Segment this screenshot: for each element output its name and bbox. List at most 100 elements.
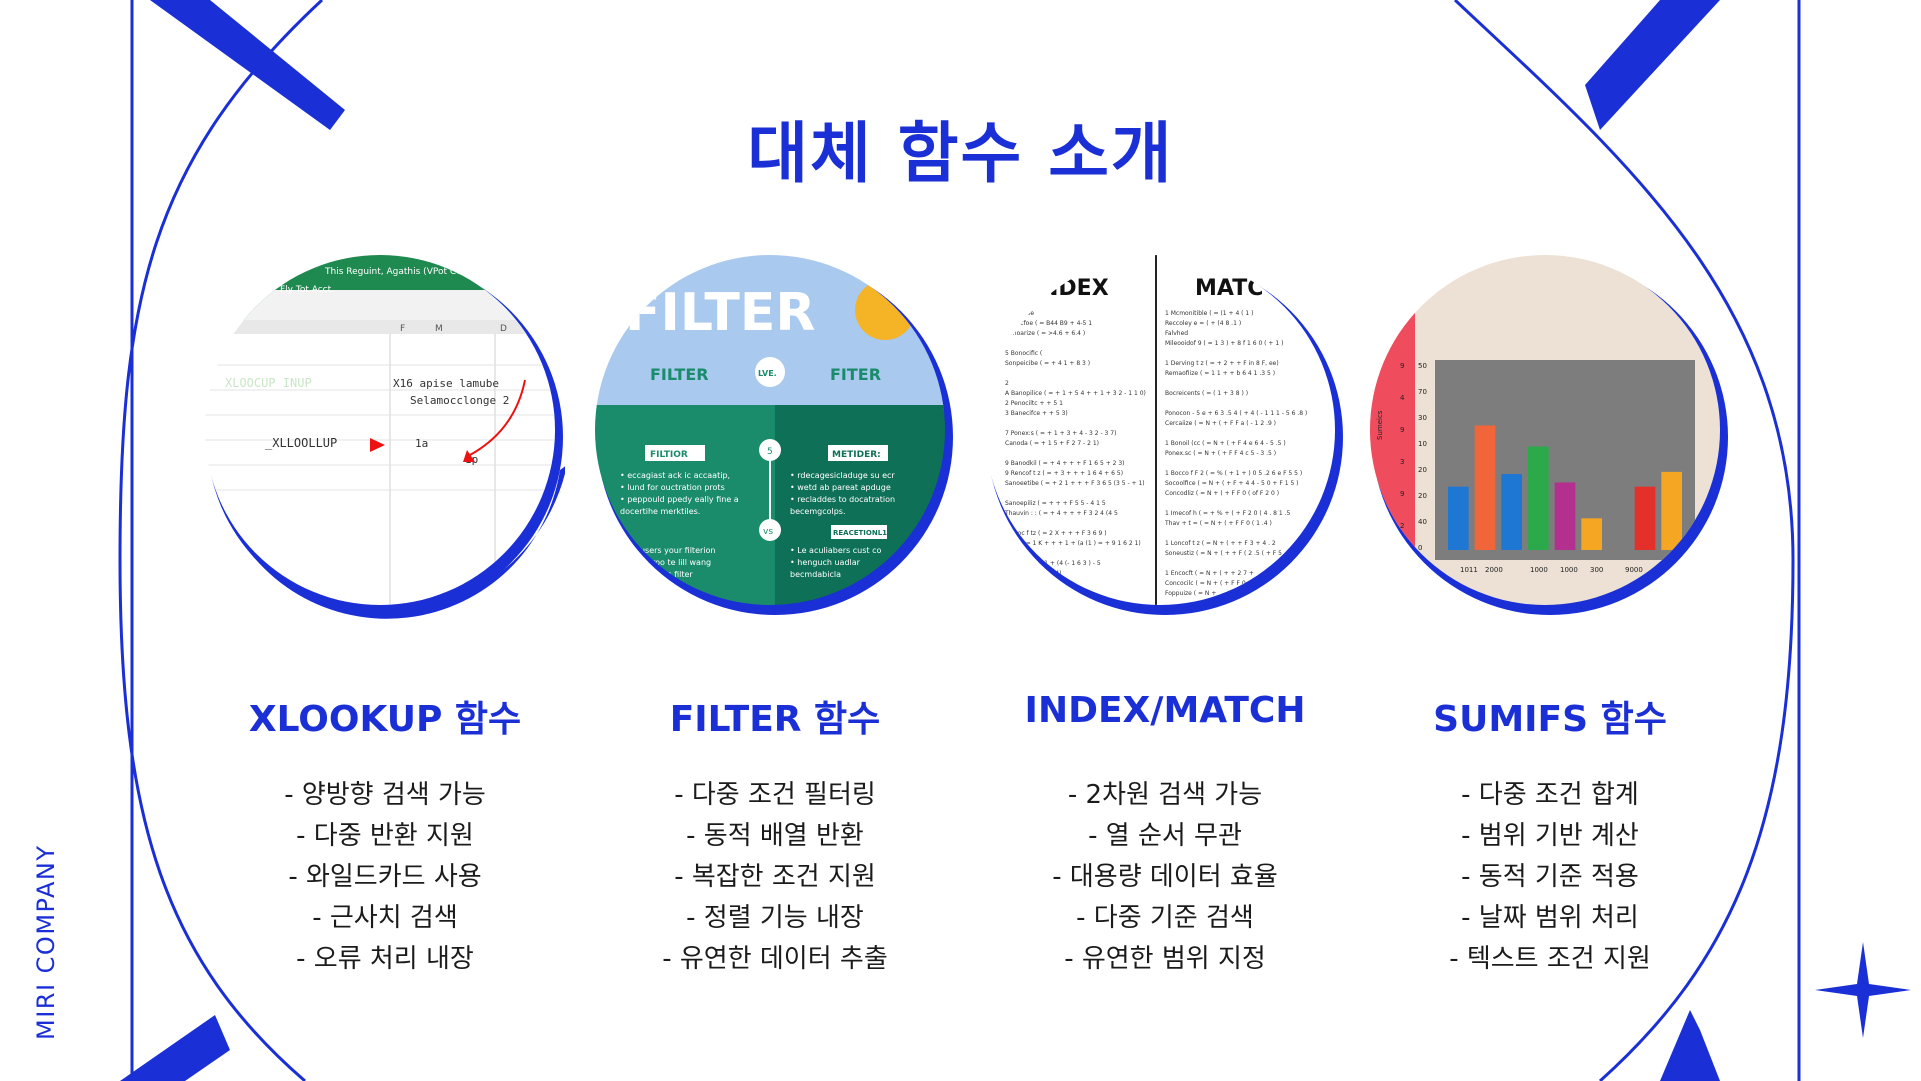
svg-text:M: M — [435, 324, 443, 334]
chart-tick-label: 10 — [1418, 440, 1427, 448]
sumifs-heading: SUMIFS 함수 — [1433, 699, 1667, 740]
doc-line: 3 Banecifce + + 5 3) — [1005, 410, 1068, 417]
chart-bar — [1554, 482, 1576, 550]
doc-line: Benoarize ( = >4.6 + 6.4 ) — [1005, 330, 1085, 337]
corner-bar-bottom-left — [120, 1015, 230, 1081]
doc-line: Reccoley e = ( + (4 8 .1 ) — [1165, 320, 1241, 327]
svg-text:F: F — [400, 324, 405, 334]
svg-text:FITER: FITER — [830, 365, 881, 384]
svg-text:• peppould ppedy eally fine a: • peppould ppedy eally fine a — [620, 495, 739, 504]
list-item: - 동적 배열 반환 — [686, 821, 864, 851]
svg-text:XLOOCUP INUP: XLOOCUP INUP — [225, 376, 312, 390]
index-match-heading: INDEX/MATCH — [1024, 690, 1306, 731]
doc-line: 1 Loncof t z ( = N + ( + + F 3 + 4 . 2 — [1165, 540, 1276, 547]
doc-line: 1 Derving t z ( = + 2 + + F in 8 F, ee) — [1165, 360, 1279, 367]
chart-bar — [1501, 474, 1522, 550]
list-item: - 근사치 검색 — [312, 903, 458, 933]
card-xlookup: This Reguint, Agathis (VPot C00) Fly Tot… — [205, 250, 565, 620]
chart-bar — [1448, 486, 1469, 550]
list-item: - 다중 반환 지원 — [296, 821, 474, 851]
chart-tick-label: 300 — [1590, 566, 1603, 574]
chart-tick-label: 2 — [1400, 522, 1404, 530]
doc-line: annocilbe — [1005, 310, 1034, 317]
svg-text:_XLLOOLLUP: _XLLOOLLUP — [265, 436, 337, 450]
index-match-feature-list: - 2차원 검색 가능 - 열 순서 무관 - 대용량 데이터 효율 - 다중 … — [955, 775, 1375, 980]
ribbon-title: This Reguint, Agathis (VPot C00) — [324, 267, 471, 277]
doc-line: Concodliz ( = N + ( + F F 0 ( of F 2 0 ) — [1165, 490, 1279, 497]
svg-text:Selamocclonge 2: Selamocclonge 2 — [410, 394, 509, 407]
chart-tick-label: 2000 — [1485, 566, 1503, 574]
svg-text:• wetd ab pareat apduge: • wetd ab pareat apduge — [790, 483, 891, 492]
chart-tick-label: 30 — [1418, 414, 1427, 422]
svg-text:• Le aculiabers cust co: • Le aculiabers cust co — [790, 546, 881, 555]
corner-bar-top-right — [1585, 0, 1720, 130]
list-item: - 동적 기준 적용 — [1461, 862, 1639, 892]
doc-line: Cercaiize ( = N + ( + F F a ( - 1 2 .9 ) — [1165, 420, 1276, 427]
xlookup-feature-list: - 양방향 검색 가능 - 다중 반환 지원 - 와일드카드 사용 - 근사치 … — [175, 775, 595, 980]
chart-tick-label: 9000 — [1625, 566, 1643, 574]
svg-text:becemgcolps.: becemgcolps. — [790, 507, 846, 516]
corner-bar-bottom-right — [1660, 1010, 1720, 1081]
svg-text:• eccagiast ack ic accaatip,: • eccagiast ack ic accaatip, — [620, 471, 730, 480]
list-item: - 날짜 범위 처리 — [1461, 903, 1639, 933]
doc-line: Falvhed — [1165, 330, 1188, 337]
page-title: 대체 함수 소개 — [747, 115, 1174, 192]
list-item: - 범위 기반 계산 — [1461, 821, 1639, 851]
chart-ylabel: Sumeics — [1376, 410, 1384, 440]
doc-line: Socoolfice ( = N + ( + F + 4 4 - 5 0 + F… — [1165, 480, 1299, 487]
svg-text:MATC: MATC — [1195, 276, 1263, 301]
svg-text:FILTER: FILTER — [625, 283, 815, 343]
doc-line: Ponocon - 5 e + 6 3 .5 4 ( + 4 ( - 1 1 1… — [1165, 410, 1307, 417]
svg-text:docertihe merktiles.: docertihe merktiles. — [620, 507, 700, 516]
svg-text:METIDER:: METIDER: — [832, 450, 881, 460]
filter-feature-list: - 다중 조건 필터링 - 동적 배열 반환 - 복잡한 조건 지원 - 정렬 … — [565, 775, 985, 980]
svg-text:becmdabicla: becmdabicla — [790, 570, 841, 579]
xlookup-screenshot-image: This Reguint, Agathis (VPot C00) Fly Tot… — [205, 255, 565, 619]
chart-tick-label: 40 — [1418, 518, 1427, 526]
list-item: - 오류 처리 내장 — [296, 944, 474, 974]
doc-line: Ponex.sc ( = N + ( + F F 4 c 5 - 3 .5 ) — [1165, 450, 1276, 457]
doc-line: 3 3 + + + + 1 + (4 (- 1 6 3 ) - 5 — [1005, 560, 1101, 567]
doc-line: 7 Ponex:s ( = + 1 + 3 + 4 - 3 2 - 3 7) — [1005, 430, 1116, 437]
svg-text:X16 apise lamube: X16 apise lamube — [393, 377, 499, 390]
doc-line: Thav + t = ( = N + ( + F F 0 ( 1 .4 ) — [1164, 520, 1272, 527]
doc-line: Concocilc ( = N + ( + F F 0 + — [1165, 580, 1253, 587]
svg-text:LVE.: LVE. — [758, 369, 777, 378]
company-name: MIRI COMPANY — [32, 844, 60, 1041]
list-item: - 유연한 범위 지정 — [1064, 944, 1266, 974]
svg-text:tions roo te lill wang: tions roo te lill wang — [630, 558, 711, 567]
chart-bar — [1528, 446, 1549, 550]
list-item: - 정렬 기능 내장 — [686, 903, 864, 933]
list-item: - 2차원 검색 가능 — [1067, 780, 1263, 810]
xlookup-heading: XLOOKUP 함수 — [248, 699, 522, 740]
sparkle-star-icon — [1815, 942, 1911, 1038]
svg-text:agusers your filterion: agusers your filterion — [630, 546, 715, 555]
list-item: - 복잡한 조건 지원 — [674, 862, 876, 892]
doc-line: 2 — [1005, 380, 1009, 387]
list-item: - 다중 조건 필터링 — [674, 780, 876, 810]
list-item: - 다중 조건 합계 — [1461, 780, 1639, 810]
doc-line: 1 Bocco f F 2 ( = % ( + 1 + ) 0 5 .2 6 e… — [1165, 470, 1302, 477]
doc-line: 5 4 0) — [1005, 580, 1023, 587]
doc-line: Bocreicents ( = ( 1 + 3 8 ) ) — [1165, 390, 1248, 397]
doc-line: Sanoepiliz ( = + + + F 5 5 - 4 1 5 — [1005, 500, 1106, 507]
chart-tick-label: 0 — [1418, 544, 1422, 552]
frame-arc-right — [1453, 0, 1795, 1081]
svg-text:• lund for ouctration prots: • lund for ouctration prots — [620, 483, 725, 492]
list-item: - 양방향 검색 가능 — [284, 780, 486, 810]
svg-text:• henguch uadlar: • henguch uadlar — [790, 558, 861, 567]
filter-infographic-image: FILTER FILTER FITER LVE. FILTIOR METIDER… — [595, 255, 953, 615]
frame-arc-left — [118, 0, 324, 1081]
svg-text:1a: 1a — [415, 437, 428, 450]
doc-line: Remaofiize ( = 1 1 + + b 6 4 1 .3 5 ) — [1165, 370, 1275, 377]
chart-bar — [1661, 471, 1682, 550]
card-filter: FILTER FILTER FITER LVE. FILTIOR METIDER… — [595, 250, 955, 620]
list-item: - 열 순서 무관 — [1088, 821, 1242, 851]
doc-line: 1 Bonoil (cc ( = N + ( + F 4 e 6 4 - 5 .… — [1165, 440, 1286, 447]
chart-bar — [1634, 486, 1656, 550]
doc-line: Mileooidof 9 ( = 1 3 ) + 8 f 1 6 0 ( + 1… — [1165, 340, 1283, 347]
chart-tick-label: 9 — [1400, 362, 1404, 370]
doc-line: Soneustiz ( = N + ( + + F ( 2 .5 ( + F 5 — [1165, 550, 1282, 557]
